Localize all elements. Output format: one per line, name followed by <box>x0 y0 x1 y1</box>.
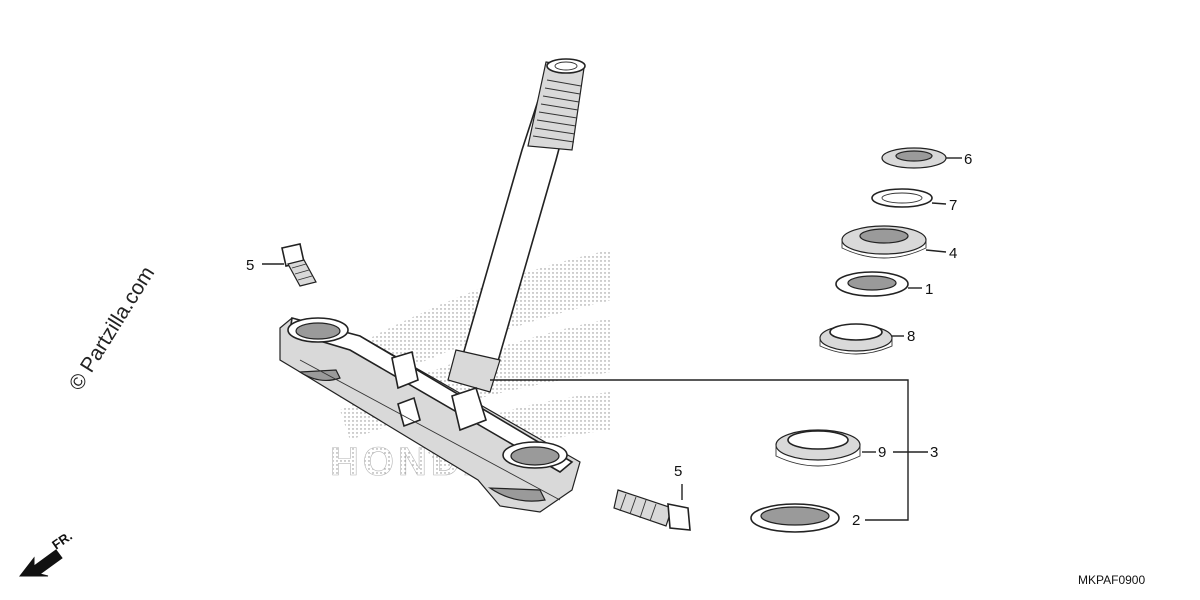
leader-lines <box>262 157 962 521</box>
steering-stem[interactable] <box>447 58 586 393</box>
part-8-upper-bearing[interactable] <box>819 323 893 355</box>
part-4-adjusting-nut[interactable] <box>841 225 927 259</box>
diagram-code: MKPAF0900 <box>1078 573 1145 587</box>
callout-8: 8 <box>907 328 915 345</box>
callout-3: 3 <box>930 444 938 461</box>
callout-2: 2 <box>852 512 860 529</box>
callout-1: 1 <box>925 281 933 298</box>
callout-5-upper: 5 <box>246 257 254 274</box>
callout-9: 9 <box>878 444 886 461</box>
callout-7: 7 <box>949 197 957 214</box>
part-1-dust-seal[interactable] <box>835 271 909 297</box>
callout-5-lower: 5 <box>674 463 682 480</box>
bottom-bridge[interactable] <box>279 316 581 513</box>
part-2-dust-seal[interactable] <box>750 503 840 533</box>
part-9-lower-bearing[interactable] <box>775 429 861 467</box>
callout-4: 4 <box>949 245 957 262</box>
front-arrow: FR. <box>18 528 75 577</box>
bolt-lower-right[interactable] <box>613 489 691 531</box>
bolt-upper-left[interactable] <box>281 243 317 287</box>
part-7-lock-washer[interactable] <box>871 188 933 208</box>
watermark: © Partzilla.com <box>65 262 159 394</box>
front-marker-label: FR. <box>49 528 75 552</box>
callout-6: 6 <box>964 151 972 168</box>
part-6-lock-nut[interactable] <box>881 147 947 169</box>
